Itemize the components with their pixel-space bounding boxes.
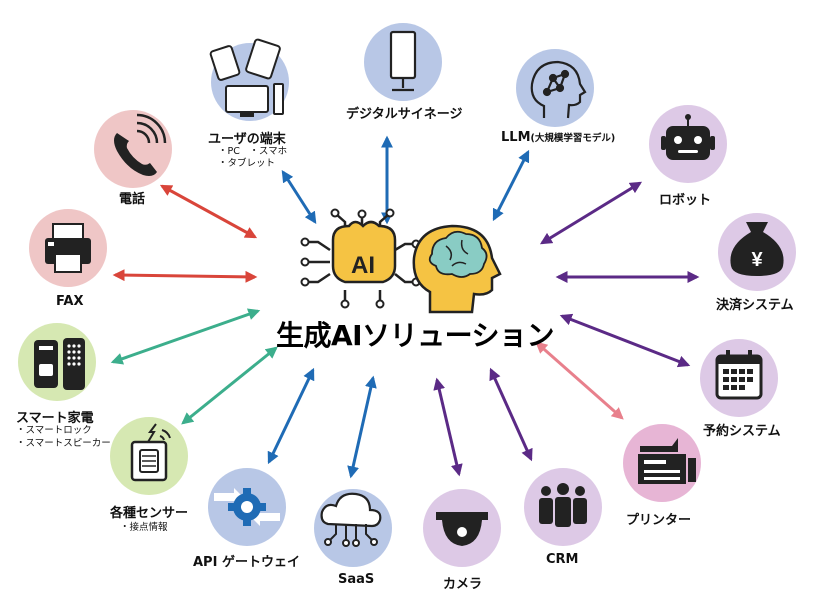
robot-label: ロボット	[659, 193, 712, 208]
camera-node	[423, 489, 501, 567]
sensor-label: 各種センサー	[110, 506, 189, 521]
connectors	[110, 135, 700, 479]
arrow-smart-home	[110, 308, 261, 365]
arrow-printer	[535, 341, 624, 420]
smart-home-node	[18, 323, 96, 401]
printer-label: プリンター	[626, 513, 692, 528]
smart-home-label: スマート家電	[16, 411, 94, 426]
user-device-node	[209, 38, 289, 121]
ai-head-network-icon	[530, 60, 587, 119]
payment-node: ¥	[718, 213, 796, 291]
api-gateway-label: API ゲートウェイ	[193, 555, 300, 570]
arrow-api-gateway	[267, 367, 315, 465]
llm-label-main: LLM	[501, 130, 531, 145]
camera-label: カメラ	[443, 577, 483, 592]
sensor-icon	[130, 423, 171, 482]
arrow-robot	[539, 181, 643, 245]
saas-label: SaaS	[338, 572, 375, 587]
robot-node	[649, 105, 727, 183]
phone-label: 電話	[119, 192, 146, 207]
user-device-sub-1: ・PC ・スマホ	[218, 146, 288, 157]
arrow-fax	[112, 269, 258, 283]
fax-node	[29, 209, 107, 287]
arrow-sensor	[181, 346, 278, 425]
smart-home-sub-1: ・スマートロック	[16, 425, 92, 436]
smart-home-sub-2: ・スマートスピーカー	[16, 438, 111, 449]
calendar-icon	[715, 350, 763, 400]
fax-icon	[45, 223, 91, 273]
arrow-crm	[489, 367, 533, 462]
gear-arrows-icon	[214, 488, 280, 526]
arrow-user-device	[281, 169, 317, 225]
signage-label: デジタルサイネージ	[346, 107, 463, 122]
people-group-icon	[539, 483, 587, 527]
sensor-sub-1: ・接点情報	[120, 522, 168, 533]
printer-node	[623, 424, 701, 502]
printer-icon	[638, 438, 696, 484]
money-bag-icon: ¥	[730, 222, 784, 276]
crm-node	[524, 468, 602, 546]
booking-label: 予約システム	[703, 424, 781, 439]
center-title: 生成AIソリューション	[275, 319, 555, 352]
smart-lock-icon	[34, 338, 85, 390]
booking-node	[700, 339, 778, 417]
arrow-phone	[159, 184, 258, 239]
fax-label: FAX	[56, 294, 84, 309]
phone-icon	[114, 113, 167, 176]
robot-icon	[661, 114, 715, 160]
llm-node	[516, 49, 594, 127]
security-camera-icon	[436, 512, 488, 546]
devices-icon	[209, 38, 284, 117]
signage-node	[364, 23, 442, 101]
arrow-booking	[559, 313, 691, 368]
llm-label-suffix: (大規模学習モデル)	[530, 133, 616, 144]
user-device-sub-2: ・タブレット	[218, 158, 276, 169]
user-device-label: ユーザの端末	[208, 132, 286, 147]
ai-head-illustration	[412, 224, 502, 314]
arrow-camera	[433, 377, 463, 477]
saas-node	[314, 489, 392, 567]
payment-label: 決済システム	[716, 298, 794, 313]
api-gateway-node	[208, 468, 286, 546]
cloud-network-icon	[320, 492, 382, 547]
sensor-node	[110, 417, 188, 495]
svg-text:¥: ¥	[751, 249, 763, 271]
signage-icon	[389, 30, 417, 92]
ai-chip-illustration: AI	[300, 208, 421, 309]
crm-label: CRM	[546, 552, 579, 567]
arrow-llm	[492, 149, 530, 222]
ai-chip-text: AI	[351, 252, 375, 279]
llm-label: LLM(大規模学習モデル)	[501, 130, 615, 145]
phone-node	[94, 110, 172, 188]
arrow-saas	[347, 375, 377, 479]
